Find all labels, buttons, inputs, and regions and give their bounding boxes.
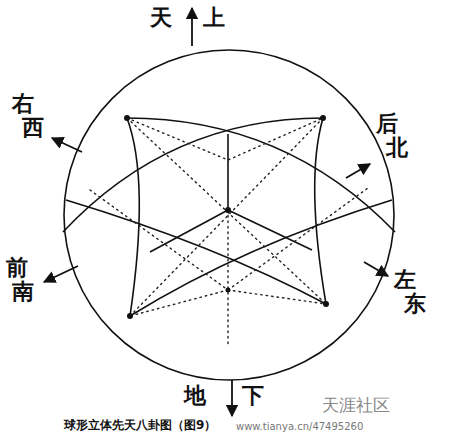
vertex-dot	[225, 207, 231, 213]
direction-label: 天	[150, 6, 172, 30]
vertex-dot	[226, 288, 231, 293]
dotted-hidden-edge	[130, 118, 323, 316]
great-circle-arc	[66, 200, 326, 304]
dotted-hidden-edge	[90, 188, 368, 290]
vertex-dot	[320, 115, 326, 121]
great-circle-arc	[315, 118, 326, 304]
direction-label: 后	[376, 112, 398, 136]
direction-label: 下	[242, 384, 264, 408]
vertex-dot	[323, 301, 329, 307]
dotted-hidden-edge	[130, 290, 228, 316]
direction-label: 前	[6, 256, 28, 280]
direction-arrow	[346, 164, 370, 178]
great-circle-arc	[63, 118, 323, 232]
figure-caption: 球形立体先天八卦图（图9）	[64, 419, 216, 432]
watermark: 天涯社区	[322, 396, 390, 415]
great-circle-arc	[130, 200, 392, 316]
vertex-dot	[127, 313, 133, 319]
great-circle-arc	[127, 118, 139, 316]
dotted-hidden-edge	[127, 118, 323, 160]
direction-arrow	[231, 380, 233, 416]
watermark-url: www.tianya.cn/47495260	[236, 421, 363, 432]
direction-arrow	[364, 262, 388, 276]
solid-edge	[227, 134, 229, 210]
dotted-hidden-edge	[228, 290, 326, 304]
direction-label: 东	[404, 292, 426, 316]
direction-arrow	[44, 266, 78, 282]
direction-label: 南	[12, 280, 34, 304]
direction-arrow	[52, 138, 82, 152]
dotted-hidden-edge	[227, 210, 228, 345]
direction-label: 左	[394, 268, 416, 292]
vertex-dot	[124, 115, 130, 121]
great-circle-arc	[127, 118, 395, 232]
sphere-outline	[64, 50, 394, 380]
direction-label: 上	[203, 6, 225, 30]
direction-label: 地	[184, 384, 206, 408]
direction-label: 右	[12, 92, 34, 116]
direction-label: 西	[22, 116, 44, 140]
direction-arrow	[191, 8, 193, 46]
direction-label: 北	[386, 136, 408, 160]
